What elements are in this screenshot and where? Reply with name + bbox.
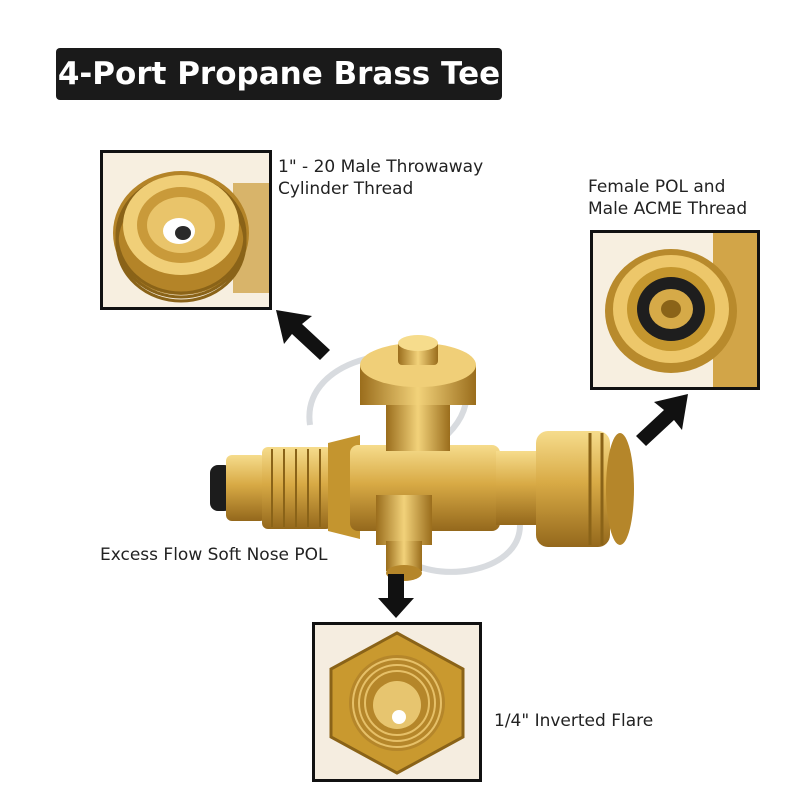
label-throwaway-thread: 1" - 20 Male Throwaway Cylinder Thread xyxy=(278,157,484,199)
page-title: 4-Port Propane Brass Tee xyxy=(56,48,502,100)
arrow-up-left-icon xyxy=(276,310,330,360)
label-soft-nose-pol: Excess Flow Soft Nose POL xyxy=(100,545,328,565)
label-inverted-flare: 1/4" Inverted Flare xyxy=(494,711,654,731)
inset-pol-acme xyxy=(590,230,760,390)
arrow-up-right-icon xyxy=(636,394,688,446)
label-pol-acme-thread: Female POL and Male ACME Thread xyxy=(588,177,748,219)
inset-inverted-flare xyxy=(312,622,482,782)
arrow-down-icon xyxy=(378,574,414,618)
inset-throwaway-thread xyxy=(100,150,272,310)
inverted-flare-photo xyxy=(315,625,479,779)
throwaway-thread-photo xyxy=(103,153,269,307)
brass-tee-photo xyxy=(210,335,634,581)
pol-acme-photo xyxy=(593,233,757,387)
